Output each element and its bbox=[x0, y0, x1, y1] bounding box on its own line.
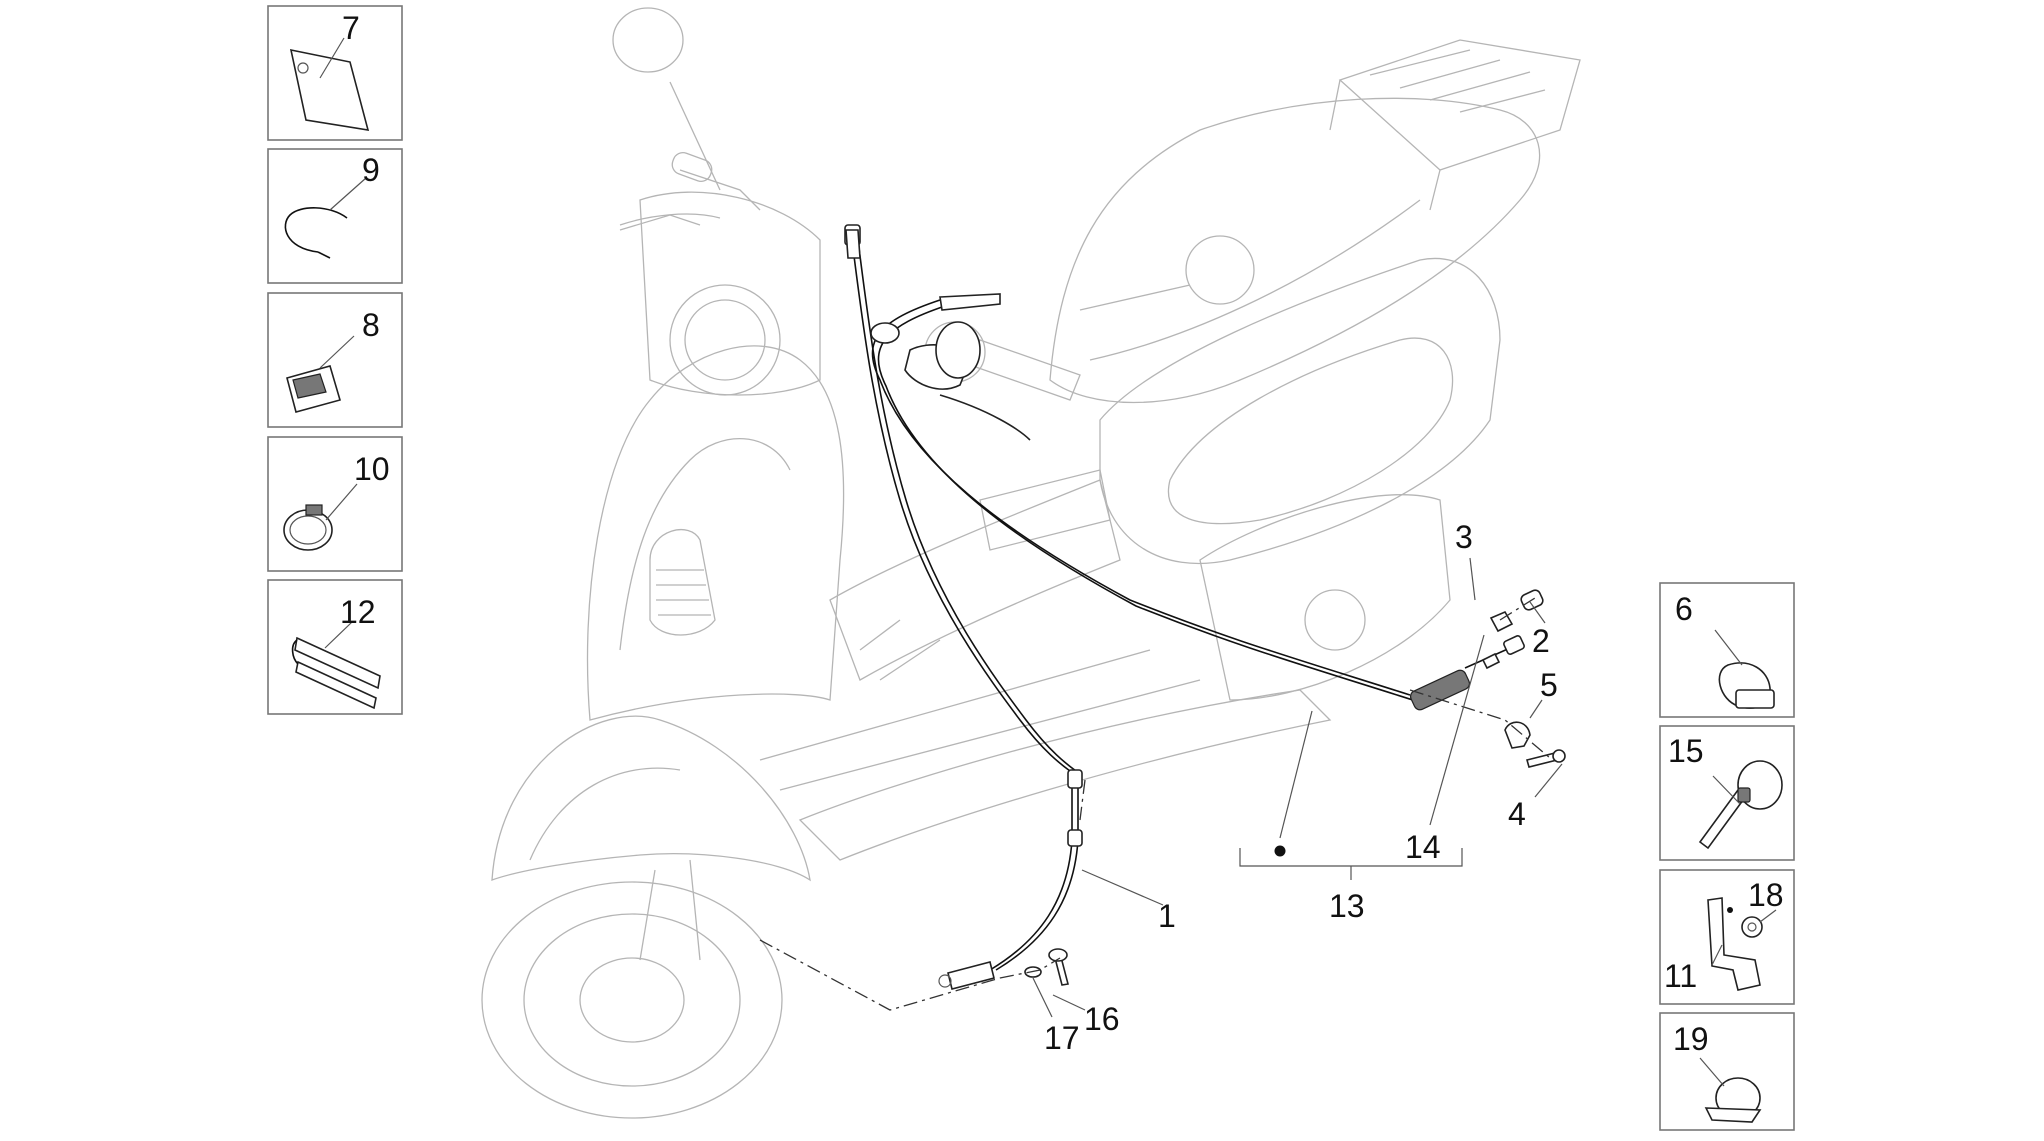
callout-2: 2 bbox=[1532, 623, 1550, 659]
callout-5: 5 bbox=[1540, 667, 1558, 703]
callout-labels: 7 9 8 10 12 3 2 5 4 14 13 1 16 17 6 15 1… bbox=[340, 10, 1784, 1057]
callout-6: 6 bbox=[1675, 591, 1693, 627]
part-box-8 bbox=[267, 292, 403, 428]
callout-12: 12 bbox=[340, 594, 376, 630]
part-box-7 bbox=[267, 5, 403, 141]
callout-13: 13 bbox=[1329, 888, 1365, 924]
callout-18: 18 bbox=[1748, 877, 1784, 913]
callout-16: 16 bbox=[1084, 1001, 1120, 1037]
callout-15: 15 bbox=[1668, 733, 1704, 769]
part-box-15 bbox=[1659, 725, 1795, 861]
part-box-19 bbox=[1659, 1012, 1795, 1131]
callout-19: 19 bbox=[1673, 1021, 1709, 1057]
callout-9: 9 bbox=[362, 152, 380, 188]
callout-8: 8 bbox=[362, 307, 380, 343]
part-box-12 bbox=[267, 579, 403, 715]
leader-lines bbox=[1032, 557, 1563, 1018]
callout-10: 10 bbox=[354, 451, 390, 487]
callout-17: 17 bbox=[1044, 1020, 1080, 1056]
brake-lever-assembly bbox=[904, 321, 1031, 441]
hardware-parts bbox=[1024, 589, 1566, 986]
part-box-9 bbox=[267, 148, 403, 284]
callout-1: 1 bbox=[1158, 898, 1176, 934]
callout-4: 4 bbox=[1508, 796, 1526, 832]
part-box-10 bbox=[267, 436, 403, 572]
assembly-lines bbox=[759, 597, 1551, 1011]
part-box-6 bbox=[1659, 582, 1795, 718]
scooter-drawing bbox=[481, 7, 1581, 1119]
callout-14: 14 bbox=[1405, 829, 1441, 865]
callout-3: 3 bbox=[1455, 519, 1473, 555]
callout-7: 7 bbox=[342, 10, 360, 46]
part-box-11-18 bbox=[1659, 869, 1795, 1005]
callout-11: 11 bbox=[1664, 958, 1697, 994]
speedometer-cable bbox=[844, 224, 1083, 990]
